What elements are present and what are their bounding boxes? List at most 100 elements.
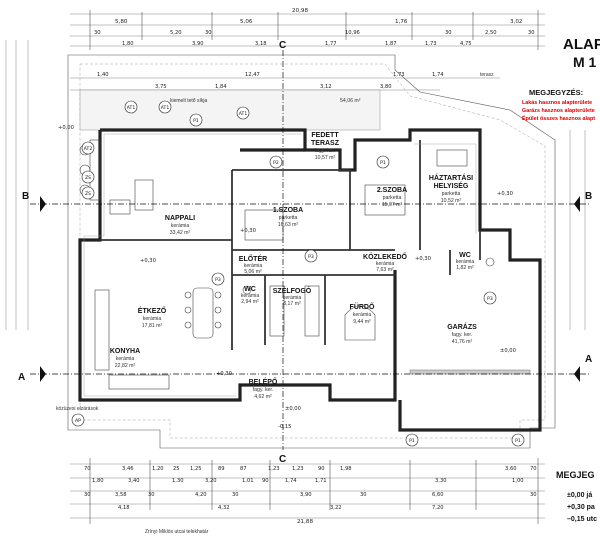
dim-r1-3: 3,02 bbox=[510, 19, 522, 25]
bdim-r1-6: 87 bbox=[240, 466, 247, 472]
room-name-furdo: FÜRDŐ bbox=[350, 302, 375, 311]
dim-r2-6: 30 bbox=[528, 30, 535, 36]
level-mark-7: -0,15 bbox=[278, 424, 291, 430]
dim-r5-2: 3,12 bbox=[320, 84, 332, 90]
garage-door bbox=[409, 369, 531, 375]
dim-r5-0: 3,75 bbox=[155, 84, 167, 90]
room-area-garazs: 41,76 m² bbox=[452, 339, 473, 345]
room-name-konyha: KONYHA bbox=[110, 348, 140, 355]
bdim-r2-1: 3,40 bbox=[128, 478, 140, 484]
dim-r3-0: 1,80 bbox=[122, 41, 134, 47]
bottom-dims: 70 3,46 1,20 25 1,25 89 87 1,23 1,23 90 … bbox=[84, 466, 537, 535]
room-floor-wc1: kerámia bbox=[456, 259, 475, 265]
room-area-belepo: 4,62 m² bbox=[254, 394, 272, 400]
bubble-text-13: ZS bbox=[85, 175, 91, 181]
room-name-1szoba: 1.SZOBA bbox=[273, 207, 303, 214]
bubble-14 bbox=[81, 186, 95, 200]
room-area-kozlekedo: 7,63 m² bbox=[376, 267, 394, 273]
bdim-r3-2: 30 bbox=[148, 492, 155, 498]
dim-r3-4: 1,87 bbox=[385, 41, 397, 47]
bubble-text-0: AT1 bbox=[127, 105, 136, 111]
bubble-text-5: P1 bbox=[380, 160, 386, 166]
room-name-szelfogo: SZÉLFOGÓ bbox=[273, 286, 312, 295]
room-area-wc1: 1,82 m² bbox=[456, 265, 474, 271]
bdim-r2-6: 1,74 bbox=[285, 478, 297, 484]
section-label-a-right: A bbox=[585, 354, 592, 365]
bottom-overall-dimension: 21,88 bbox=[297, 519, 313, 525]
dim-r4-2: 1,73 bbox=[393, 72, 405, 78]
level-mark-2: +0,30 bbox=[240, 228, 256, 234]
dim-r2-0: 30 bbox=[94, 30, 101, 36]
room-name-wc2: WC bbox=[244, 286, 256, 293]
bdim-r2-8: 3,30 bbox=[435, 478, 447, 484]
bdim-r3-3: 4,20 bbox=[195, 492, 207, 498]
notes-heading: MEGJEGYZÉS: bbox=[529, 88, 583, 97]
level-mark-0: +0,00 bbox=[58, 125, 74, 131]
exterior-walls bbox=[78, 128, 542, 432]
room-name-eloter: ELŐTÉR bbox=[239, 254, 267, 263]
room-floor-kozlekedo: kerámia bbox=[376, 261, 395, 267]
bdim-r4-0: 4,18 bbox=[118, 505, 130, 511]
roof-outline bbox=[67, 54, 556, 449]
notes-line-2: Épület összes hasznos alapt bbox=[522, 114, 595, 122]
bdim-r1-10: 1,98 bbox=[340, 466, 352, 472]
bubble-text-10: P1 bbox=[515, 438, 521, 444]
furniture bbox=[79, 139, 495, 390]
dim-r3-6: 4,75 bbox=[460, 41, 472, 47]
dim-r2-3: 10,96 bbox=[345, 30, 360, 36]
level-markers: +0,00 +0,30 +0,30 +0,30 +0,30 +0,30 ±0,0… bbox=[58, 125, 516, 430]
bdim-r2-4: 1,01 bbox=[242, 478, 254, 484]
room-area-haztartasi: 10,52 m² bbox=[441, 198, 462, 204]
bubble-text-6: P3 bbox=[215, 277, 221, 283]
room-name-wc1: WC bbox=[459, 252, 471, 259]
bdim-r2-5: 90 bbox=[262, 478, 269, 484]
room-area-wc2: 2,94 m² bbox=[241, 299, 259, 305]
room-name-2szoba: 2.SZOBA bbox=[377, 187, 407, 194]
dim-r2-5: 2,50 bbox=[485, 30, 497, 36]
bdim-r2-0: 1,80 bbox=[92, 478, 104, 484]
levels-heading: MEGJEG bbox=[556, 470, 595, 480]
bdim-r3-7: 6,60 bbox=[432, 492, 444, 498]
room-floor-garazs: fagy. ker. bbox=[452, 332, 473, 338]
room-name-etkezo: ÉTKEZŐ bbox=[138, 306, 167, 315]
bdim-r1-0: 70 bbox=[84, 466, 91, 472]
bubble-13 bbox=[81, 170, 95, 184]
room-floor-haztartasi: parketta bbox=[442, 191, 461, 197]
room-floor-terasz: fagy. ker. bbox=[315, 148, 336, 154]
terasz-label: terasz bbox=[480, 72, 494, 78]
level-mark-6: ±0,00 bbox=[500, 348, 516, 354]
bubble-10 bbox=[511, 433, 525, 447]
sheet-title-line1: ALAP bbox=[563, 36, 600, 53]
dim-r3-2: 3,18 bbox=[255, 41, 267, 47]
room-name-fedett: FEDETT bbox=[311, 132, 339, 139]
bubble-text-14: ZS bbox=[85, 191, 91, 197]
bubble-text-7: P3 bbox=[308, 254, 314, 260]
dim-r4-0: 1,40 bbox=[97, 72, 109, 78]
overall-dimension: 20,98 bbox=[292, 8, 308, 14]
bubble-11 bbox=[71, 413, 85, 427]
street-label: Zrínyi Miklós utcai telekhatár bbox=[145, 529, 209, 535]
sheet-title-line2: M 1 bbox=[573, 54, 597, 70]
bubble-0 bbox=[124, 100, 138, 114]
section-label-b-right: B bbox=[585, 191, 592, 202]
bubble-4 bbox=[269, 155, 283, 169]
kozmu-label: közüzesi elzárások bbox=[56, 406, 99, 412]
bubble-text-4: P2 bbox=[273, 160, 279, 166]
symbol-bubbles: AT1 AT1 AT1 P1 P2 P1 P3 P3 P3 P1 P1 AP A… bbox=[71, 100, 525, 447]
level-mark-8: ±0,00 bbox=[285, 406, 301, 412]
bdim-r4-2: 3,22 bbox=[330, 505, 342, 511]
room-area-2szoba: 15,07 m² bbox=[382, 202, 403, 208]
bubble-6 bbox=[211, 272, 225, 286]
section-label-c-bottom: C bbox=[279, 454, 286, 465]
bubble-8 bbox=[483, 291, 497, 305]
bdim-r2-7: 1,71 bbox=[315, 478, 327, 484]
bdim-r3-6: 30 bbox=[360, 492, 367, 498]
bdim-r1-7: 1,23 bbox=[268, 466, 280, 472]
terrace-roof-label: kiemelt tető síkja bbox=[170, 98, 207, 104]
dim-r4-1: 12,47 bbox=[245, 72, 260, 78]
dim-r2-1: 5,20 bbox=[170, 30, 182, 36]
notes-line-1: Garázs hasznos alapterülete bbox=[522, 108, 595, 114]
dim-r4-3: 1,74 bbox=[432, 72, 444, 78]
bubble-12 bbox=[81, 141, 95, 155]
